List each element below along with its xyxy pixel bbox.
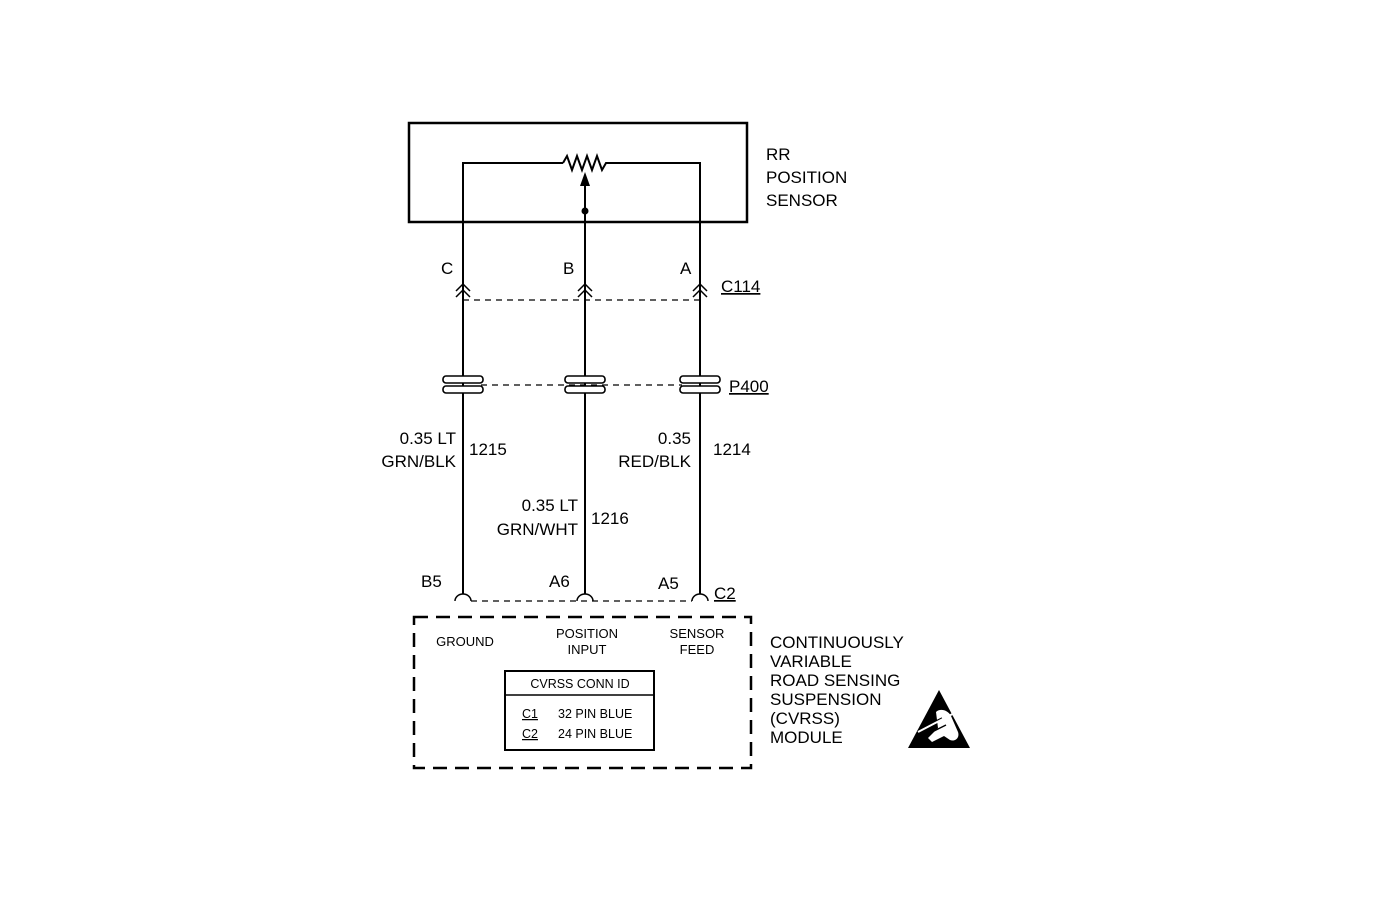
conn-id-table: CVRSS CONN ID C1 32 PIN BLUE C2 24 PIN B… — [504, 670, 655, 751]
rr-position-sensor: RR POSITION SENSOR — [407, 121, 847, 300]
sensor-name-line-3: SENSOR — [766, 191, 838, 210]
p400-pin-3 — [679, 375, 721, 394]
wire-1215-gauge: 0.35 LT — [400, 429, 456, 448]
connector-c2: B5 A6 A5 C2 — [421, 572, 736, 603]
sensor-pin-a-label: A — [680, 259, 692, 278]
module-function-position-line2: INPUT — [568, 642, 607, 657]
module-function-feed-line2: FEED — [680, 642, 715, 657]
module-name-line-2: VARIABLE — [770, 652, 852, 671]
module-pin-a5-label: A5 — [658, 574, 679, 593]
wire-1216-circuit: 1216 — [591, 509, 629, 528]
sensor-pin-c-label: C — [441, 259, 453, 278]
module-name-line-1: CONTINUOUSLY — [770, 633, 904, 652]
c114-pin-b-chevrons — [577, 282, 593, 298]
wire-1214-color: RED/BLK — [618, 452, 691, 471]
module-name-line-5: (CVRSS) — [770, 709, 840, 728]
wire-1215-circuit: 1215 — [469, 440, 507, 459]
sensor-internal-left-wire — [462, 162, 563, 300]
c114-pin-a-chevrons — [692, 282, 708, 298]
wire-1216-color: GRN/WHT — [497, 520, 578, 539]
module-pin-a6-label: A6 — [549, 572, 570, 591]
module-name-line-4: SUSPENSION — [770, 690, 881, 709]
p400-connector-label: P400 — [729, 377, 769, 396]
conn-id-table-border — [504, 670, 655, 751]
c2-pin-a6-socket — [576, 593, 594, 602]
conn-id-table-header: CVRSS CONN ID — [530, 677, 629, 691]
wire-1216-gauge: 0.35 LT — [522, 496, 578, 515]
p400-pin-2 — [564, 375, 606, 394]
c114-connector-label: C114 — [721, 277, 760, 296]
sensor-internal-right-wire — [608, 162, 701, 300]
module-function-ground: GROUND — [436, 634, 494, 649]
esd-warning-icon — [908, 690, 970, 748]
module-function-position-line1: POSITION — [556, 626, 618, 641]
wire-labels: 0.35 LT GRN/BLK 1215 0.35 LT GRN/WHT 121… — [381, 429, 750, 539]
wiper-arrow-icon — [580, 172, 590, 186]
c114-pin-c-chevrons — [455, 282, 471, 298]
c2-connector-label: C2 — [714, 584, 736, 603]
sensor-name-line-1: RR — [766, 145, 791, 164]
wire-1214-circuit: 1214 — [713, 440, 751, 459]
sensor-name-line-2: POSITION — [766, 168, 847, 187]
c2-pin-a5-socket — [691, 593, 709, 602]
resistor-zigzag — [562, 153, 608, 173]
wire-1214-gauge: 0.35 — [658, 429, 691, 448]
module-name-line-3: ROAD SENSING — [770, 671, 900, 690]
inline-connector-p400: P400 — [442, 375, 769, 396]
sensor-pin-b-label: B — [563, 259, 574, 278]
conn-id-row-1-desc: 32 PIN BLUE — [558, 707, 632, 721]
module-function-feed-line1: SENSOR — [670, 626, 725, 641]
p400-pin-1 — [442, 375, 484, 394]
conn-id-row-2-id: C2 — [522, 727, 538, 741]
module-name-line-6: MODULE — [770, 728, 843, 747]
sensor-box — [407, 121, 749, 224]
conn-id-row-2-desc: 24 PIN BLUE — [558, 727, 632, 741]
wire-1215-color: GRN/BLK — [381, 452, 456, 471]
c2-pin-b5-socket — [454, 593, 472, 602]
module-pin-b5-label: B5 — [421, 572, 442, 591]
conn-id-row-1-id: C1 — [522, 707, 538, 721]
wiper-junction-dot — [581, 207, 589, 215]
cvrss-module: GROUND POSITION INPUT SENSOR FEED CVRSS … — [412, 615, 970, 770]
connector-c114: C B A C114 — [441, 259, 760, 301]
